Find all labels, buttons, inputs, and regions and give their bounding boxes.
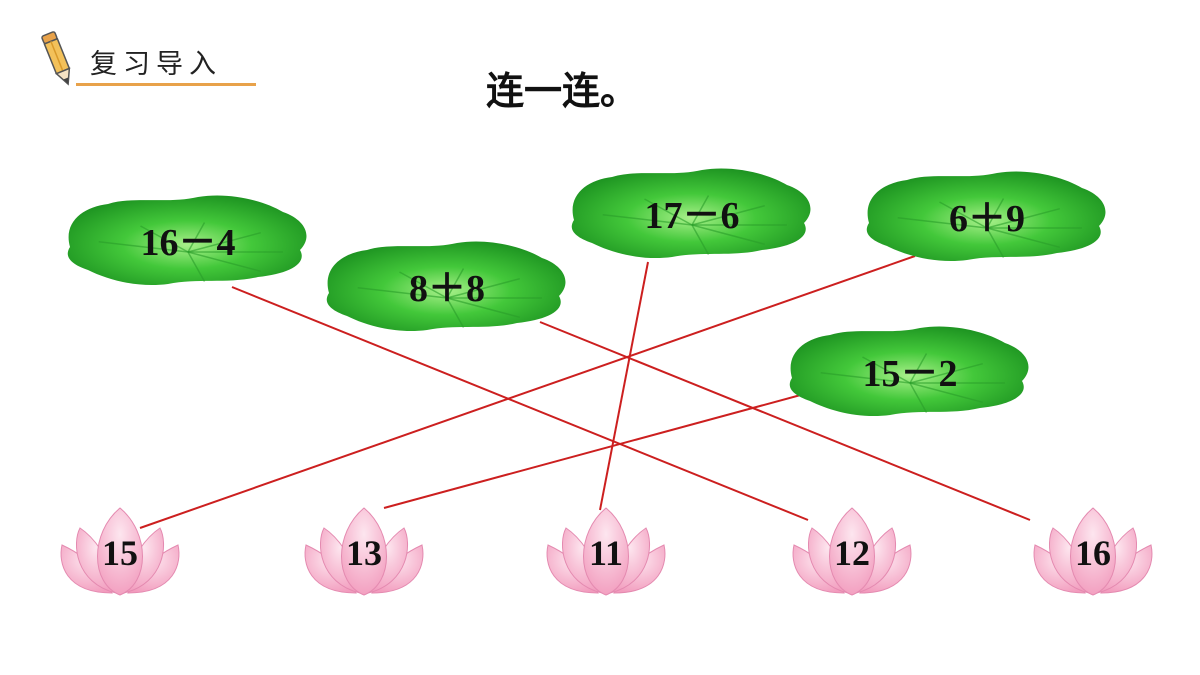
- lotus-flower: 11: [546, 507, 666, 596]
- lily-pad: 16－4: [67, 195, 307, 286]
- lily-pad: 17－6: [571, 168, 811, 259]
- lily-pad-expression: 17－6: [644, 195, 739, 237]
- leaf-vein: [98, 240, 189, 253]
- lotus-flower-number: 12: [834, 533, 870, 573]
- lily-pads: 16－4 8＋8 17－6 6＋9 15－2: [67, 168, 1106, 417]
- lily-pad: 6＋9: [866, 171, 1106, 262]
- lily-pad-expression: 16－4: [140, 222, 235, 264]
- leaf-vein: [691, 224, 710, 255]
- leaf-vein: [644, 198, 693, 226]
- section-header: 复习导入: [38, 28, 260, 90]
- connection-line: [231, 286, 809, 521]
- lotus-flower: 15: [60, 507, 180, 596]
- pencil-icon: [41, 31, 71, 86]
- lily-pad-expression: 8＋8: [409, 268, 485, 310]
- leaf-vein: [357, 286, 448, 299]
- leaf-vein: [691, 195, 710, 226]
- lily-pad-expression: 6＋9: [949, 198, 1025, 240]
- lotus-flowers: 15 13 11 12 16: [60, 507, 1153, 596]
- leaf-vein: [986, 198, 1005, 229]
- lily-pad-expression: 15－2: [862, 353, 957, 395]
- leaf-vein: [446, 268, 465, 299]
- connection-line: [383, 392, 809, 509]
- leaf-vein: [986, 207, 1060, 229]
- leaf-vein: [187, 251, 206, 282]
- lotus-petal: [97, 507, 143, 596]
- leaf-vein: [986, 227, 1005, 258]
- leaf-vein: [187, 231, 261, 253]
- lotus-flower: 12: [792, 507, 912, 596]
- leaf-vein: [909, 382, 983, 404]
- leaf-vein: [602, 213, 693, 226]
- section-title: 复习导入: [90, 49, 222, 80]
- leaf-vein: [187, 222, 206, 253]
- lotus-petal: [341, 507, 387, 596]
- lotus-flower-number: 15: [102, 533, 138, 573]
- connection-line: [599, 261, 649, 511]
- leaf-vein: [939, 201, 988, 229]
- lotus-flower-number: 11: [589, 533, 623, 573]
- leaf-vein: [909, 362, 983, 384]
- leaf-vein: [986, 227, 1060, 249]
- leaf-vein: [820, 371, 911, 384]
- lotus-petal: [1070, 507, 1116, 596]
- leaf-vein: [446, 297, 520, 319]
- lotus-flower: 16: [1033, 507, 1153, 596]
- lotus-petal: [583, 507, 629, 596]
- leaf-vein: [897, 216, 988, 229]
- connection-line: [539, 321, 1031, 521]
- leaf-vein: [862, 356, 911, 384]
- leaf-vein: [446, 277, 520, 299]
- leaf-vein: [187, 251, 261, 273]
- leaf-vein: [909, 382, 928, 413]
- lotus-flower: 13: [304, 507, 424, 596]
- leaf-vein: [909, 353, 928, 384]
- leaf-vein: [140, 225, 189, 253]
- leaf-vein: [691, 204, 765, 226]
- leaf-vein: [446, 297, 465, 328]
- connection-line: [139, 255, 916, 529]
- lotus-flower-number: 16: [1075, 533, 1111, 573]
- page-title: 连一连。: [486, 69, 639, 113]
- lotus-flower-number: 13: [346, 533, 382, 573]
- title-underline: [76, 83, 256, 86]
- lily-pad: 15－2: [789, 326, 1029, 417]
- lily-pad: 8＋8: [326, 241, 566, 332]
- lotus-petal: [829, 507, 875, 596]
- connection-lines: [139, 255, 1031, 529]
- leaf-vein: [691, 224, 765, 246]
- leaf-vein: [399, 271, 448, 299]
